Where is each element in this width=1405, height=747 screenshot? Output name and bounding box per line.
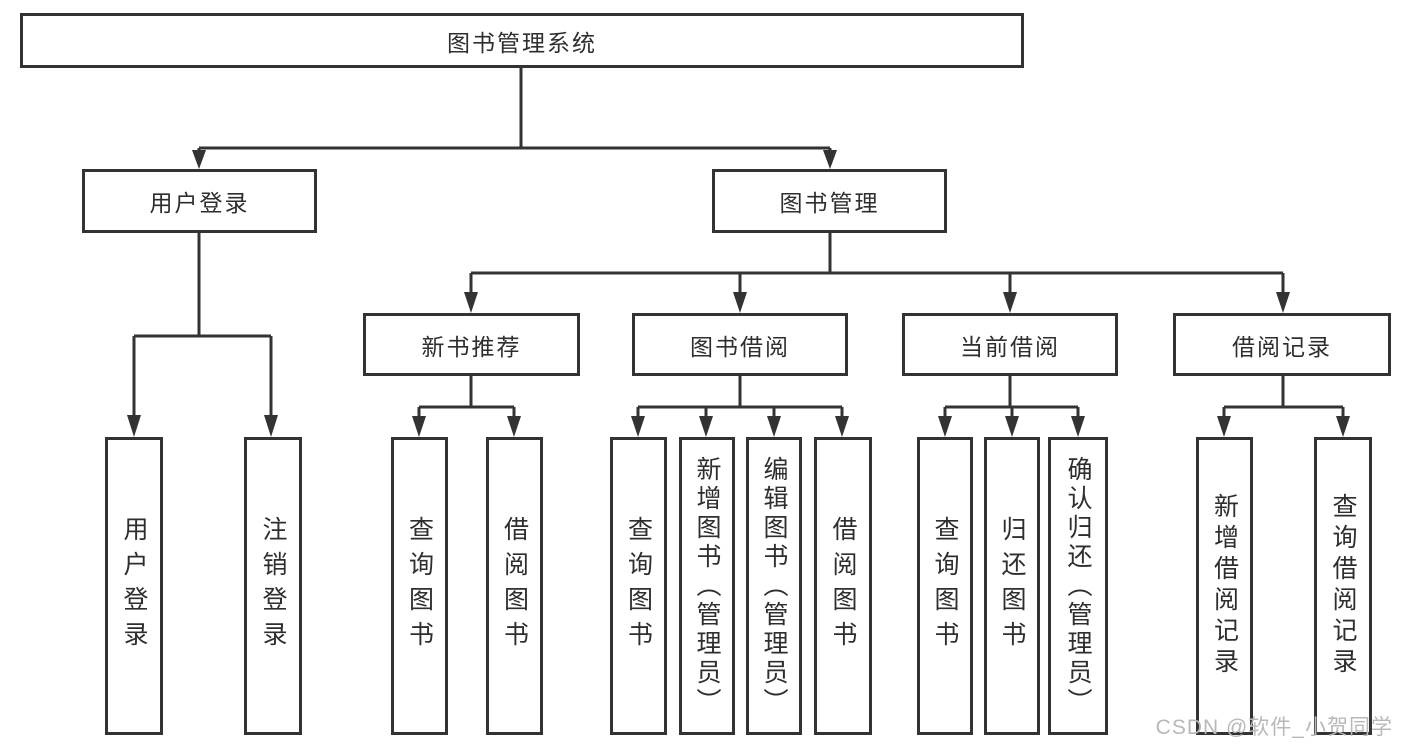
connector-new-book-recommend <box>412 376 521 437</box>
node-leaf-return-books: 归还图书 <box>984 437 1040 735</box>
node-borrow-records: 借阅记录 <box>1173 313 1391 376</box>
connector-borrow-records <box>1217 376 1350 437</box>
node-current-borrow: 当前借阅 <box>902 313 1118 376</box>
connector-user-login <box>127 233 278 437</box>
node-root: 图书管理系统 <box>20 13 1024 68</box>
connector-book-borrow <box>631 376 849 437</box>
node-leaf-logout: 注销登录 <box>244 437 302 735</box>
node-book-management: 图书管理 <box>712 169 947 233</box>
watermark: CSDN @软件_小贺同学 <box>1155 716 1393 739</box>
node-leaf-recommend-query-books: 查询图书 <box>391 437 448 735</box>
node-leaf-edit-books-admin: 编辑图书（管理员） <box>746 437 802 735</box>
connector-book-management <box>464 233 1290 313</box>
node-leaf-current-query-books: 查询图书 <box>917 437 973 735</box>
node-leaf-add-books-admin: 新增图书（管理员） <box>679 437 735 735</box>
connector-root <box>192 68 837 169</box>
node-book-borrow: 图书借阅 <box>632 313 848 376</box>
connector-current-borrow <box>938 376 1085 437</box>
node-leaf-user-login: 用户登录 <box>105 437 163 735</box>
node-leaf-borrow-query-books: 查询图书 <box>610 437 667 735</box>
node-leaf-confirm-return-admin: 确认归还（管理员） <box>1048 437 1108 735</box>
node-leaf-recommend-borrow-books: 借阅图书 <box>486 437 543 735</box>
node-new-book-recommend: 新书推荐 <box>363 313 580 376</box>
node-leaf-query-borrow-record: 查询借阅记录 <box>1314 437 1372 735</box>
node-leaf-add-borrow-record: 新增借阅记录 <box>1196 437 1253 735</box>
node-user-login: 用户登录 <box>82 169 317 233</box>
node-leaf-borrow-borrow-books: 借阅图书 <box>814 437 872 735</box>
